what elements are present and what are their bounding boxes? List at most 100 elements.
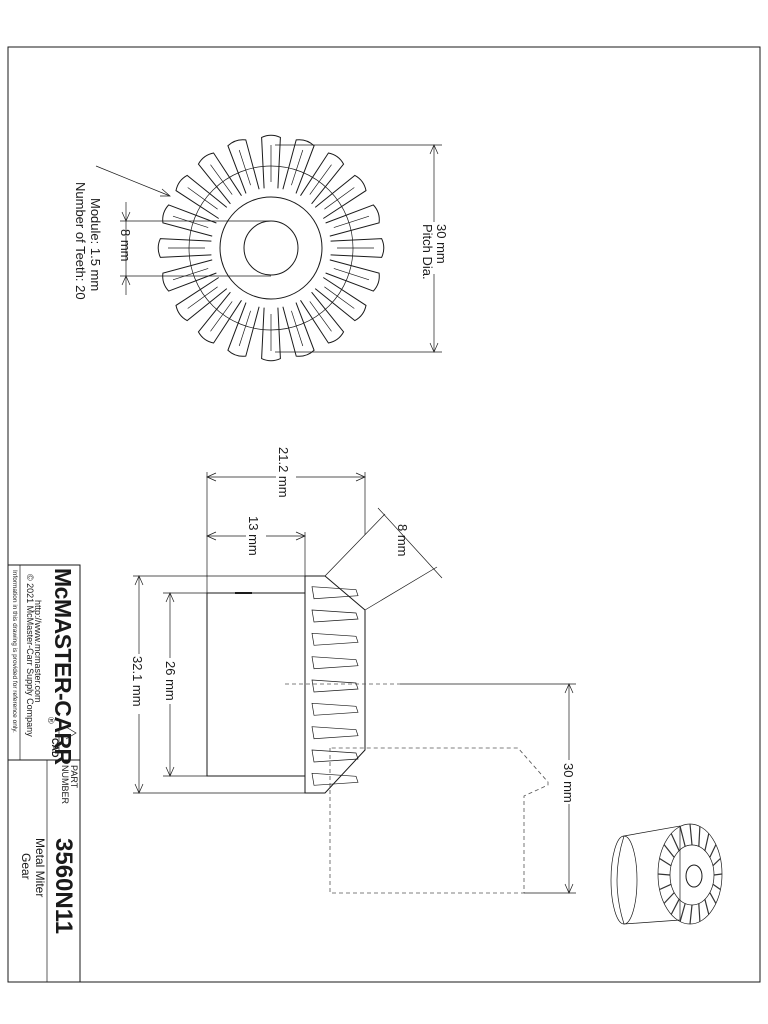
bore-hole [243,220,299,276]
svg-text:30 mm: 30 mm [561,763,576,803]
svg-text:CAD: CAD [50,738,60,758]
cad-badge-icon: CAD [50,726,77,758]
hub-length-dimension: 13 mm [206,512,306,576]
svg-text:21.2 mm: 21.2 mm [276,447,291,498]
gear-tooth [261,307,281,362]
module-callout: Module: 1.5 mm Number of Teeth: 20 [73,165,171,300]
svg-text:Number of Teeth: 20: Number of Teeth: 20 [73,182,88,300]
description-line-2: Gear [19,853,33,880]
svg-text:26 mm: 26 mm [163,661,178,701]
overall-length-dimension: 21.2 mm [206,442,366,593]
tooth-groove [172,215,209,228]
gear-tooth [175,174,228,219]
description-line-1: Metal Miter [33,838,47,897]
gear-tooth [300,152,345,205]
gear-side-view [206,575,549,894]
svg-text:8 mm: 8 mm [395,524,410,557]
website-link[interactable]: http://www.mcmaster.com [33,600,43,703]
thumbnail-tooth [712,883,721,890]
thumbnail-tooth [709,844,717,858]
pitch-dia-dimension: 30 mm Pitch Dia. [275,144,449,353]
thumbnail-tooth [704,899,710,915]
gear-tooth [197,291,242,344]
gear-tooth [197,152,242,205]
svg-text:Pitch Dia.: Pitch Dia. [420,224,435,280]
gear-tooth [314,277,367,322]
tooth-groove [238,310,251,347]
side-tooth [311,772,359,786]
thumbnail-tooth [659,883,672,891]
gear-tooth [157,238,212,258]
thumbnail-tooth [713,873,723,876]
tooth-groove [172,268,209,281]
tooth-groove [291,310,304,347]
registered-mark: ® [46,717,56,724]
thumbnail-tooth [670,899,680,915]
gear-tooth [162,204,217,237]
thumbnail-tooth [663,844,675,858]
gear-tooth [175,277,228,322]
copyright-text: © 2021 McMaster-Carr Supply Company [25,574,35,737]
tooth-groove [333,268,370,281]
sheet-border [7,46,761,983]
side-tooth [311,726,359,740]
side-tooth [311,632,359,646]
gear-tooth [282,302,315,357]
thumbnail-tooth [663,892,675,904]
thumbnail-tooth [679,903,686,922]
gear-tooth [330,238,385,258]
thumbnail-tooth [657,873,671,876]
thumbnail-tooth [709,892,717,904]
tooth-groove [187,187,218,210]
thumbnail-tooth [698,903,701,922]
gear-tooth [325,204,380,237]
gear-thumbnail [610,823,723,925]
thumbnail-tooth [698,826,701,847]
svg-text:30 mm: 30 mm [434,224,449,264]
side-tooth [311,679,359,693]
tooth-groove [291,149,304,186]
gear-tooth [162,259,217,292]
side-tooth [311,656,359,670]
gear-tooth [261,134,281,189]
tooth-groove [210,301,233,332]
tooth-groove [333,215,370,228]
outer-dia-dimension: 32.1 mm [128,575,325,794]
gear-teeth [157,134,385,362]
side-tooth [311,749,359,763]
thumbnail-tooth [659,857,672,867]
tooth-groove [309,164,332,195]
company-logo: McMASTER-CARR [50,568,76,766]
thumbnail-tooth [689,904,693,925]
tooth-groove [210,164,233,195]
svg-text:13 mm: 13 mm [246,516,261,556]
side-tooth [311,586,359,600]
part-label-2: NUMBER [60,765,70,805]
hub-dia-dimension: 26 mm [162,592,207,777]
gear-tooth [282,139,315,194]
disclaimer-text: Information in this drawing is provided … [11,570,18,733]
svg-text:Module: 1.5 mm: Module: 1.5 mm [88,198,103,291]
thumbnail-tooth [689,823,693,846]
side-tooth [311,609,359,623]
thumbnail-teeth [657,823,723,925]
face-width-dimension: 8 mm [324,507,443,611]
gear-tooth [227,139,260,194]
tooth-groove [238,149,251,186]
gear-tooth [325,259,380,292]
part-number: 3560N11 [50,838,77,934]
thumbnail-tooth [679,826,686,847]
svg-text:32.1 mm: 32.1 mm [130,656,145,707]
tooth-groove [187,286,218,309]
title-block: McMASTER-CARR ® CAD http://www.mcmaster.… [7,564,81,983]
gear-tooth [314,174,367,219]
bore-dimension: 8 mm [118,202,271,295]
gear-tooth [300,291,345,344]
side-gear-teeth [311,586,359,786]
mounting-distance-dimension: 30 mm [400,683,580,894]
tooth-groove [324,286,355,309]
thumbnail-tooth [712,858,721,867]
side-tooth [311,702,359,716]
thumbnail-tooth [670,833,680,851]
